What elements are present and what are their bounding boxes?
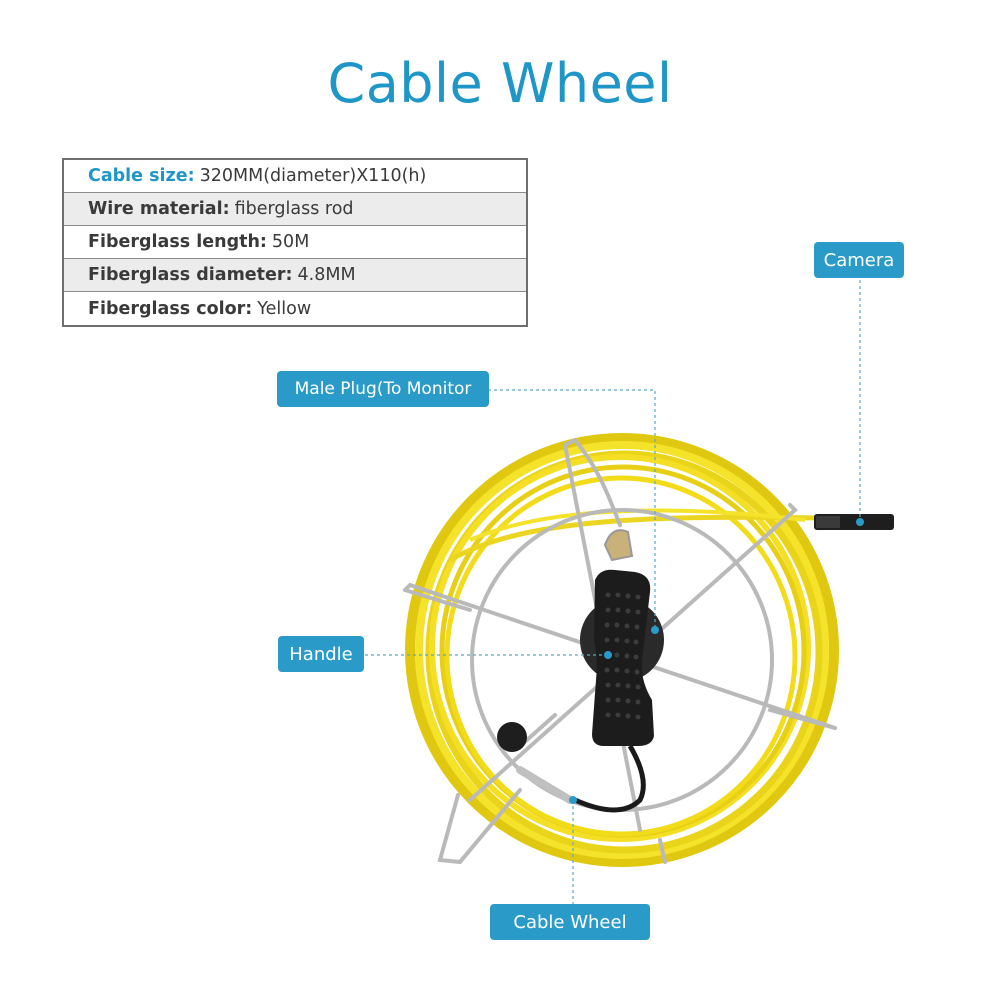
cable-wheel-callout: Cable Wheel [490, 904, 650, 940]
page-title: Cable Wheel [327, 52, 673, 115]
spec-row-fiberglass-length: Fiberglass length: 50M [64, 226, 526, 259]
camera-head [814, 514, 894, 530]
spec-value: fiberglass rod [234, 199, 354, 219]
male-plug-callout: Male Plug(To Monitor [277, 371, 489, 407]
reel-knob [497, 722, 574, 804]
spec-row-fiberglass-color: Fiberglass color: Yellow [64, 292, 526, 325]
handle-callout: Handle [278, 636, 364, 672]
spec-value: 320MM(diameter)X110(h) [199, 166, 427, 186]
spec-label: Fiberglass color: [88, 298, 253, 319]
spec-table: Cable size: 320MM(diameter)X110(h) Wire … [62, 158, 528, 327]
spec-label: Cable size: [88, 166, 195, 186]
spec-value: Yellow [257, 298, 312, 319]
spec-label: Wire material: [88, 199, 230, 219]
spec-row-cable-size: Cable size: 320MM(diameter)X110(h) [64, 160, 526, 193]
spec-label: Fiberglass diameter: [88, 265, 293, 285]
spec-value: 4.8MM [297, 265, 356, 285]
spec-row-wire-material: Wire material: fiberglass rod [64, 193, 526, 226]
callout-dots [569, 518, 864, 804]
camera-callout: Camera [814, 242, 904, 278]
monitor-plug-cable [573, 744, 646, 813]
handle-grip [592, 569, 654, 746]
reel-frame [403, 438, 837, 865]
spec-label: Fiberglass length: [88, 232, 267, 252]
spec-row-fiberglass-diameter: Fiberglass diameter: 4.8MM [64, 259, 526, 292]
callout-leader-lines [365, 280, 861, 905]
spec-value: 50M [271, 232, 310, 252]
